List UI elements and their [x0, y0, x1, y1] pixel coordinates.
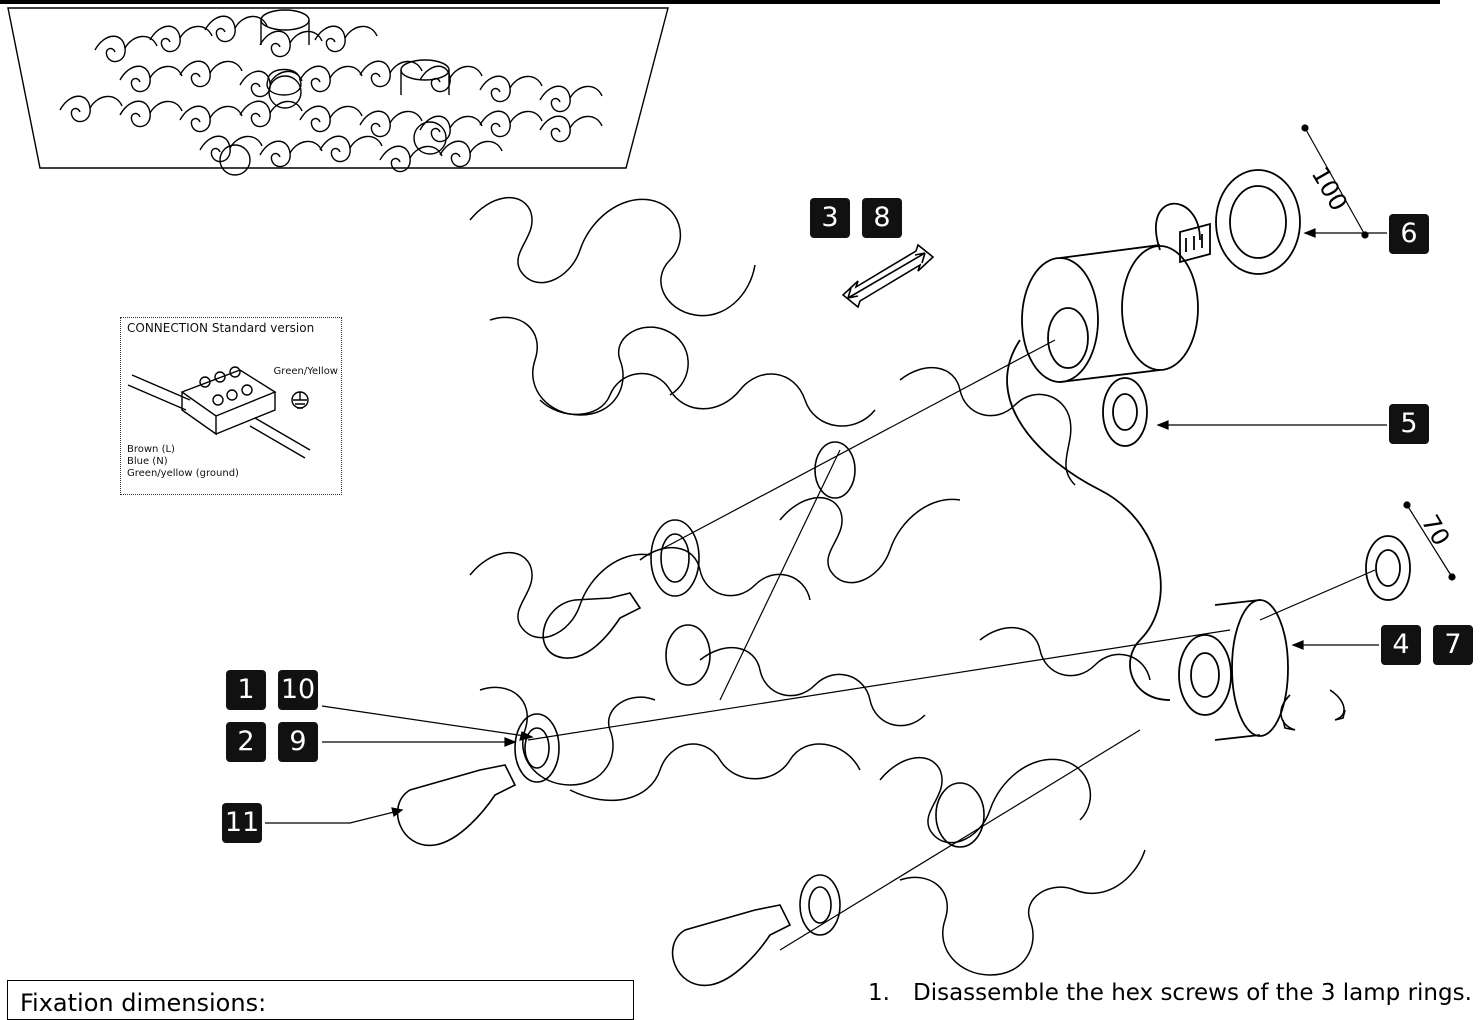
callout-badge-1: 1 — [226, 670, 266, 710]
green-yellow-label: Green/Yellow — [273, 366, 338, 377]
callout-badge-8: 8 — [862, 198, 902, 238]
panel-outlines — [469, 196, 1151, 976]
dimension-lines — [1301, 124, 1456, 581]
callout-badge-5: 5 — [1389, 404, 1429, 444]
wire-legend: Brown (L) Blue (N) Green/yellow (ground) — [127, 444, 239, 480]
callout-badge-4: 4 — [1381, 625, 1421, 665]
fixation-title: Fixation dimensions: — [20, 989, 267, 1017]
wire-brown-label: Brown (L) — [127, 444, 175, 455]
fixation-dimensions-box: Fixation dimensions: — [7, 980, 634, 1020]
axis-lines — [527, 339, 1376, 951]
movement-arrows — [841, 243, 1346, 731]
ceiling-preview — [7, 7, 669, 176]
instruction-list: 1. Disassemble the hex screws of the 3 la… — [868, 980, 1472, 1006]
instruction-number: 1. — [868, 980, 890, 1006]
wire-ground-label: Green/yellow (ground) — [127, 468, 239, 479]
lamp-housing — [1006, 169, 1411, 741]
callout-badge-7: 7 — [1433, 625, 1473, 665]
wire-blue-label: Blue (N) — [127, 456, 168, 467]
callout-badge-6: 6 — [1389, 214, 1429, 254]
callout-badge-2: 2 — [226, 722, 266, 762]
lamp-rings-and-bulbs — [396, 441, 985, 986]
connection-info-box: CONNECTION Standard version Green/Yellow… — [120, 317, 342, 495]
connection-title: CONNECTION Standard version — [127, 321, 315, 335]
callout-badge-9: 9 — [278, 722, 318, 762]
top-rule — [0, 0, 1440, 4]
callout-badge-11: 11 — [222, 803, 262, 843]
callout-badge-10: 10 — [278, 670, 318, 710]
instruction-text: Disassemble the hex screws of the 3 lamp… — [913, 980, 1472, 1006]
callout-badge-3: 3 — [810, 198, 850, 238]
callout-leaders — [265, 228, 1387, 824]
connector-sketch — [127, 366, 311, 459]
